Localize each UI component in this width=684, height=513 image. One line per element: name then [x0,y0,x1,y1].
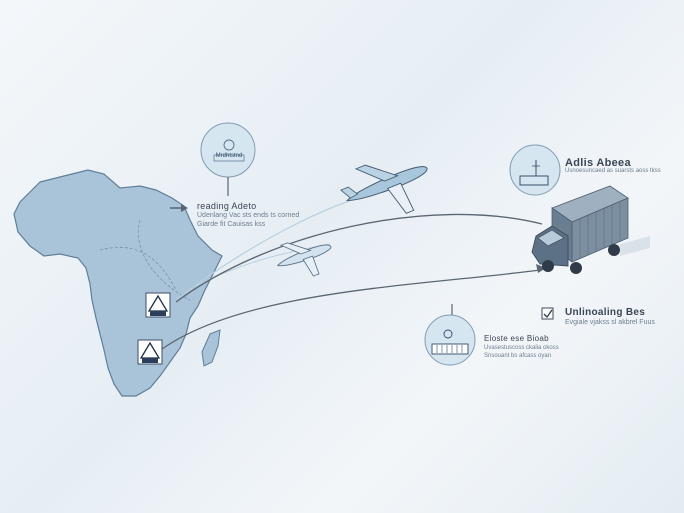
arrow-right-icon [170,204,188,212]
checkbox-icon [541,307,554,320]
bottom-callout-sub2: Snsouant bs afcass oyan [484,353,552,359]
bottom-callout-sub1: Uvasestuscoss ckalia okoss [484,345,559,351]
right-top-callout-sub1: Usnoesuncaed as suarsts aoss tkss [565,168,661,174]
right-mid-callout-title: Unlinoaling Bes [565,307,646,318]
region-line [99,247,177,291]
route-arrowhead [536,264,546,273]
left-location-pin [200,122,256,196]
airplane-icon [340,164,428,214]
madagascar [201,329,221,367]
airplane-icon-small [276,242,332,277]
region-line [138,219,191,301]
left-callout-sub1: Udenlang Vac sts ends ts corned [197,212,300,219]
right-mid-callout-sub1: Evgiale vjakss sl akbrel Fuus [565,319,655,326]
africa-map [13,169,223,397]
left-callout-sub2: Giarde fit Cauisas kss [197,221,266,228]
truck-icon-mini [519,160,549,186]
bottom-location-pin [424,304,476,366]
package-icon [213,139,245,162]
left-callout-title: reading Adeto [197,201,257,211]
warning-sign-icon [145,292,171,318]
route-lower [157,269,541,353]
truck-icon [531,185,650,274]
right-top-callout-title: Adlis Abeea [565,157,631,169]
package-icon-2 [431,329,469,355]
warning-sign-icon-2 [137,339,163,365]
right-top-location-pin [509,144,561,196]
left-pin-text: Mrdhtstnd [215,153,243,159]
bottom-callout-title: Eloste ese Bioab [484,334,549,343]
route-upper [175,213,543,303]
